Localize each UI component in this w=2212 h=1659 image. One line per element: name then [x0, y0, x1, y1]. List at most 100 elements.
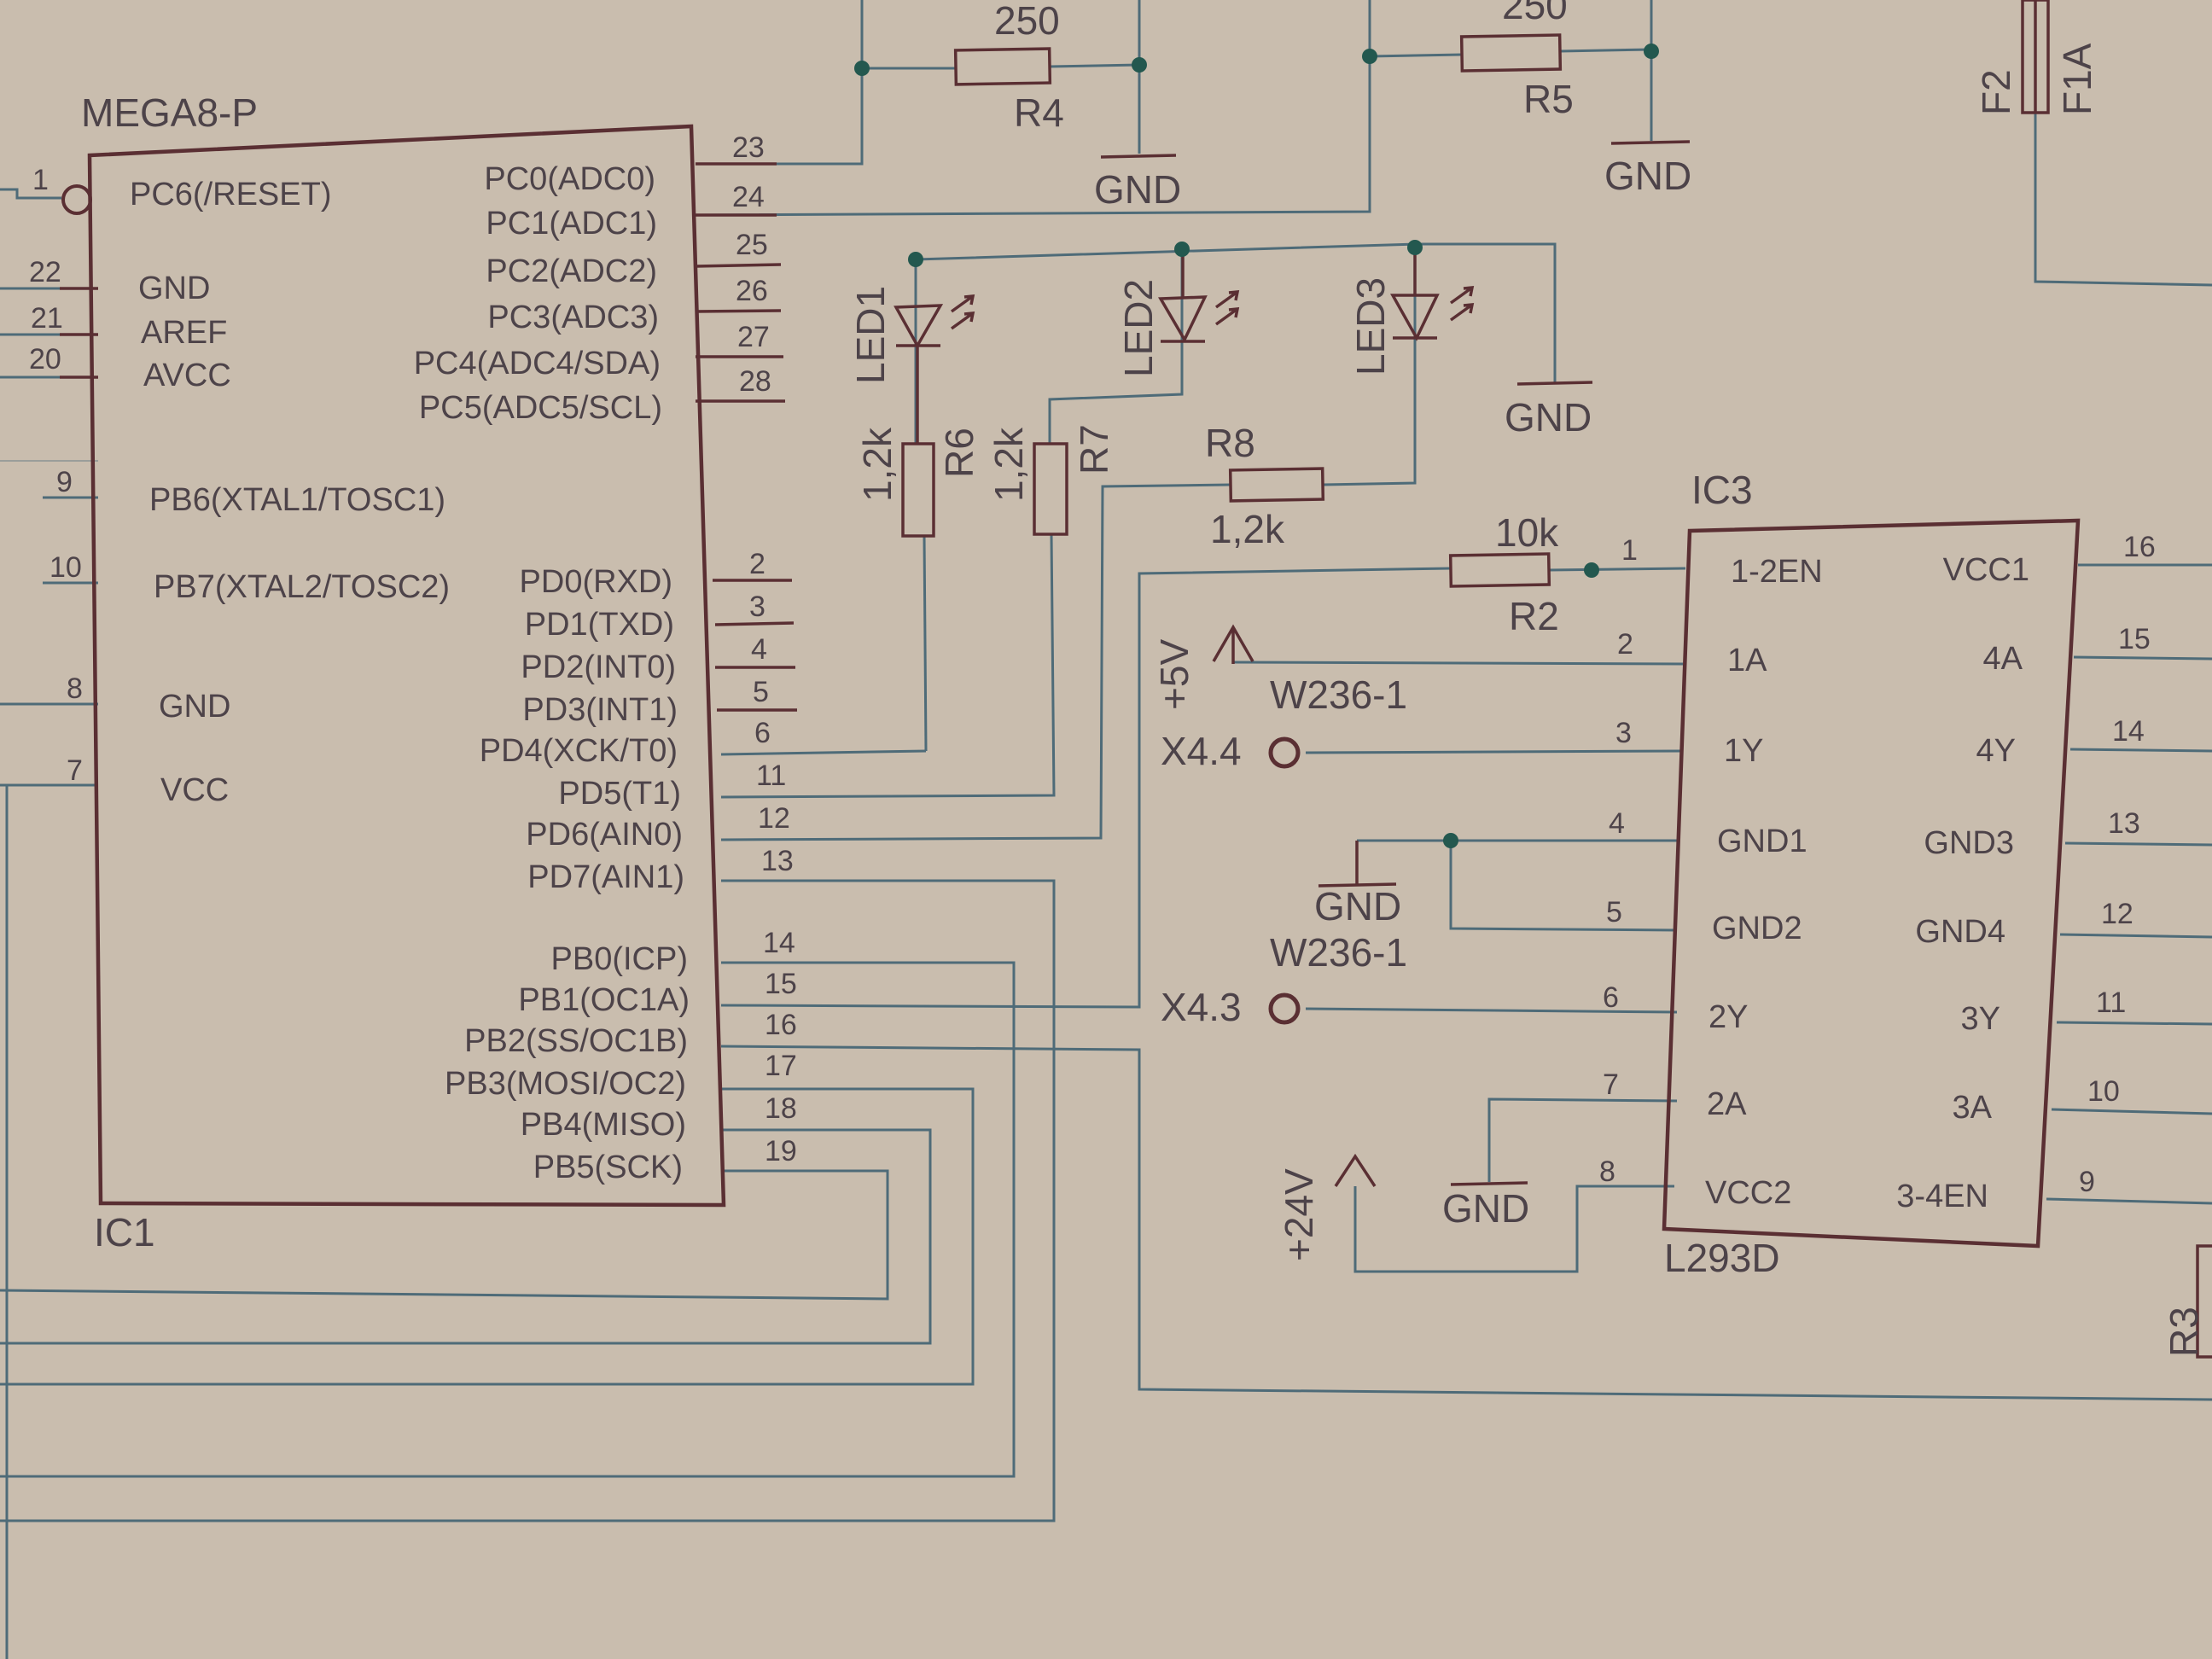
ic1-pin-number: 3 [749, 591, 765, 623]
gnd-label-r5: GND [1604, 154, 1691, 198]
wire-2y [1305, 1007, 1678, 1014]
gnd-label-r4: GND [1094, 167, 1181, 212]
ic1-pin-number: 28 [739, 365, 771, 398]
ic1-pin-number: 10 [49, 551, 82, 584]
ic1-pin-number: 2 [749, 548, 765, 580]
ic3-pin-number: 12 [2101, 898, 2133, 930]
r8-ref: R8 [1205, 421, 1255, 465]
ic3-pin-name: 4A [1983, 641, 2023, 677]
wire-1a [1232, 661, 1684, 666]
ic1-right-stubs [695, 162, 797, 712]
leds [894, 247, 1475, 444]
ic1-pin-name: PD4(XCK/T0) [480, 733, 678, 769]
ic3-pin-number: 7 [1603, 1068, 1619, 1101]
ground-symbol-r4 [1100, 154, 1177, 159]
resistor-r2 [1448, 552, 1551, 588]
reset-inversion-circle [61, 184, 92, 215]
ic3-pin-number: 6 [1603, 981, 1619, 1014]
led2-symbol [1158, 249, 1240, 343]
r8-value: 1,2k [1210, 507, 1285, 551]
connector-x4-4-type: W236-1 [1270, 672, 1407, 717]
ic3-pin-number: 1 [1621, 534, 1638, 567]
ic1-pin-number: 13 [761, 845, 794, 877]
ic1-pin-name: PB3(MOSI/OC2) [445, 1066, 686, 1102]
ic1-pin-name: PC2(ADC2) [486, 253, 657, 289]
ic1-pin-name: PD0(RXD) [520, 564, 672, 600]
gnd-label-ic3-4: GND [1314, 884, 1401, 928]
ic1-pin-name: PD7(AIN1) [527, 859, 684, 895]
ic1-pin-name: GND [159, 689, 230, 725]
ic1-pin-name: PB4(MISO) [521, 1107, 686, 1143]
fuse-value: F1A [2055, 43, 2099, 115]
ic1-pin-name: PC5(ADC5/SCL) [419, 390, 662, 426]
resistor-r5 [1459, 33, 1563, 73]
ic1-pin-number: 20 [29, 343, 61, 375]
pin-labels: PC6(/RESET)1GND22AREF21AVCC20PB6(XTAL1/T… [29, 131, 2156, 1214]
ic3-pin-name: GND3 [1924, 825, 2014, 861]
wire-pd7 [0, 879, 1056, 1522]
resistor-r4 [953, 47, 1052, 86]
ic3-pin-name: GND2 [1712, 911, 1802, 946]
ic1-pin-name: GND [138, 271, 210, 306]
ic1-pin-name: AVCC [143, 358, 231, 393]
power-5v-label: +5V [1152, 639, 1196, 710]
r2-ref: R2 [1509, 594, 1559, 638]
ic3-pin-number: 13 [2108, 807, 2140, 840]
ic3-pin-number: 5 [1606, 896, 1622, 928]
ic1-pin-name: PD5(T1) [558, 776, 681, 812]
wire-pd6 [720, 483, 1231, 841]
ic1-pin-name: PB0(ICP) [551, 941, 688, 977]
ic1-pin-number: 17 [765, 1050, 797, 1082]
ic1-pin-name: PB1(OC1A) [518, 982, 690, 1018]
ic1-pin-name: PC1(ADC1) [486, 206, 657, 242]
ic3-body [1662, 518, 2081, 1249]
ic3-pin-number: 10 [2087, 1075, 2120, 1108]
wire-pb2 [720, 1045, 2212, 1401]
wire-fuse [2034, 111, 2212, 287]
wire-pb3 [0, 1087, 975, 1386]
ic1-left-stubs [60, 287, 98, 379]
ic1-type-label: MEGA8-P [81, 90, 258, 135]
ic3-type-label: L293D [1664, 1236, 1780, 1280]
led3-label: LED3 [1348, 277, 1393, 375]
ic1-pin-name: PD6(AIN0) [526, 817, 683, 853]
ic1-pin-number: 27 [737, 321, 770, 353]
wire-2a [1487, 1097, 1678, 1182]
ic1-pin-number: 22 [29, 256, 61, 288]
wire-pb1 [720, 567, 1452, 1009]
r5-value: 250 [1502, 0, 1568, 27]
power-arrow-24v [1334, 1153, 1377, 1187]
r7-value: 1,2k [987, 427, 1031, 502]
power-24v-label: +24V [1277, 1168, 1321, 1261]
ic3-pin-number: 3 [1615, 717, 1632, 749]
ic1-pin-number: 26 [736, 275, 768, 307]
r6-value: 1,2k [855, 427, 899, 502]
r7-ref: R7 [1072, 424, 1116, 474]
ic1-pin-number: 7 [67, 754, 83, 787]
led1-symbol [894, 294, 975, 444]
ic1-pin-name: VCC [160, 772, 229, 808]
junction-dots [854, 44, 1659, 848]
gnd-label-led: GND [1505, 395, 1592, 439]
ic1-pin-name: AREF [141, 315, 227, 351]
ic3-pin-name: 1Y [1724, 733, 1763, 769]
ic1-pin-name: PB2(SS/OC1B) [464, 1023, 688, 1059]
wire-pb4 [0, 1128, 932, 1345]
wire-reset [0, 188, 61, 200]
ic1-pin-number: 1 [32, 164, 49, 196]
ic1-pin-number: 11 [756, 760, 786, 792]
ground-symbol-r5 [1610, 140, 1691, 145]
ic1-body [87, 124, 726, 1208]
ic1-pin-name: PC0(ADC0) [484, 161, 655, 197]
led3-symbol [1390, 247, 1475, 341]
gnd-label-ic3-7: GND [1442, 1186, 1529, 1231]
resistor-r6 [901, 442, 935, 538]
ic1-pin-number: 16 [765, 1009, 797, 1041]
ic1-ref-label: IC1 [94, 1210, 155, 1254]
ic1-pin-name: PB5(SCK) [533, 1150, 683, 1185]
ic1-pin-number: 18 [765, 1092, 797, 1125]
ic1-pin-name: PD2(INT0) [521, 649, 676, 685]
